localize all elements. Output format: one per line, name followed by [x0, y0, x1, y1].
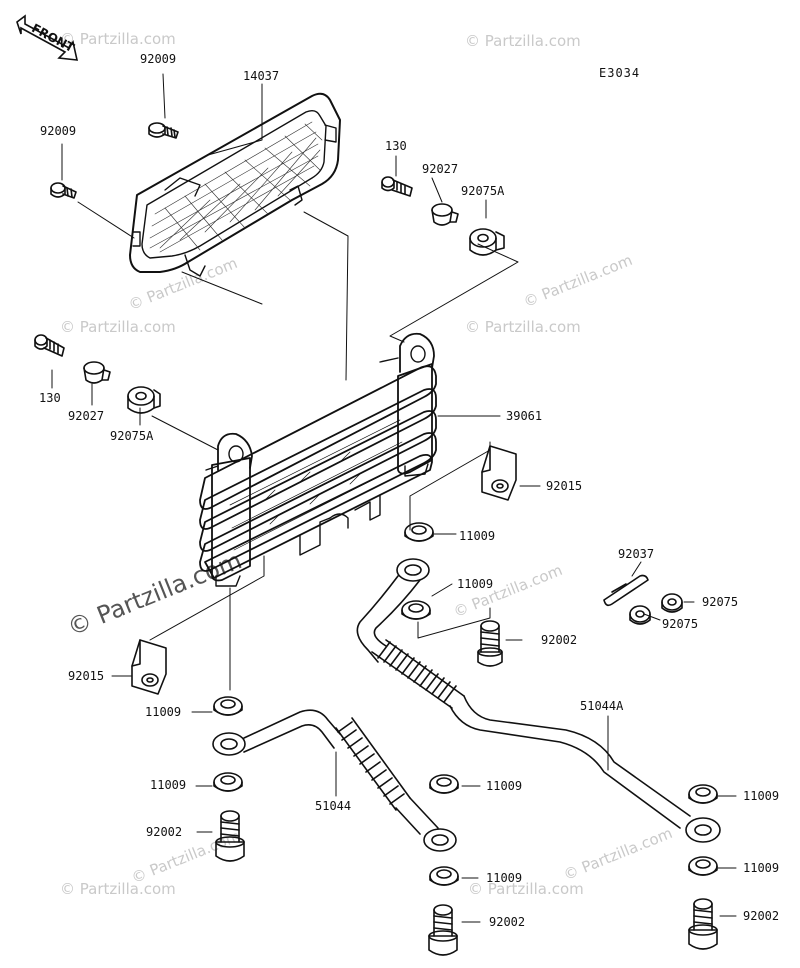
part-label: 92002: [489, 915, 526, 929]
part-label: 39061: [506, 409, 543, 423]
part-label: 92027: [68, 409, 105, 423]
part-label: 92027: [422, 162, 459, 176]
part-label: 11009: [743, 789, 780, 803]
leader-lines: [51, 73, 737, 923]
watermark: © Partzilla.com: [465, 32, 581, 50]
part-label: 11009: [459, 529, 496, 543]
part-label: 11009: [145, 705, 182, 719]
nut-92015-upper: [481, 445, 517, 501]
oil-cooler-39061: [199, 332, 437, 587]
nut-92075-upper: [661, 593, 683, 613]
watermark: © Partzilla.com: [468, 880, 584, 898]
part-label: 92002: [541, 633, 578, 647]
part-label: 130: [385, 139, 407, 153]
bolt-130-left: [34, 334, 65, 357]
watermark: © Partzilla.com: [60, 30, 176, 48]
watermark: © Partzilla.com: [60, 318, 176, 336]
part-label: 92075: [662, 617, 699, 631]
watermark: © Partzilla.com: [60, 880, 176, 898]
part-label: 92002: [146, 825, 183, 839]
part-label: 51044: [315, 799, 352, 813]
part-label: 92015: [546, 479, 583, 493]
washers-11009: [213, 522, 718, 886]
part-label: 92009: [140, 52, 177, 66]
part-label: 92002: [743, 909, 780, 923]
bolt-130-right: [381, 176, 413, 197]
collar-92027-right: [431, 203, 459, 226]
grommet-92075A-right: [469, 228, 505, 256]
front-arrow-icon: [16, 14, 79, 61]
part-label: 11009: [486, 779, 523, 793]
part-label: 51044A: [580, 699, 624, 713]
nut-92015-lower: [131, 639, 167, 695]
part-label: 92075A: [110, 429, 154, 443]
grommet-92075A-left: [127, 386, 161, 414]
nut-92075-lower: [629, 605, 651, 625]
collar-92027-left: [83, 361, 111, 384]
part-label: 130: [39, 391, 61, 405]
part-label: 92075: [702, 595, 739, 609]
part-label: 92009: [40, 124, 77, 138]
part-label: 11009: [150, 778, 187, 792]
front-direction-badge: FRONT: [13, 14, 79, 64]
part-label: 92037: [618, 547, 655, 561]
part-label: 11009: [457, 577, 494, 591]
oil-hose-51044: [212, 709, 457, 852]
diagram-code: E3034: [599, 66, 641, 80]
part-label: 11009: [486, 871, 523, 885]
part-label: 14037: [243, 69, 280, 83]
banjo-bolts-92002: [215, 620, 718, 956]
part-label: 11009: [743, 861, 780, 875]
part-label: 92075A: [461, 184, 505, 198]
bolt-92009-upper: [148, 122, 179, 139]
oil-hose-51044A: [356, 558, 721, 843]
part-label: 92015: [68, 669, 105, 683]
oil-cooler-guard-14037: [129, 92, 341, 277]
watermark: © Partzilla.com: [465, 318, 581, 336]
bolt-92009-left: [50, 182, 77, 199]
clip-92037: [603, 574, 649, 607]
